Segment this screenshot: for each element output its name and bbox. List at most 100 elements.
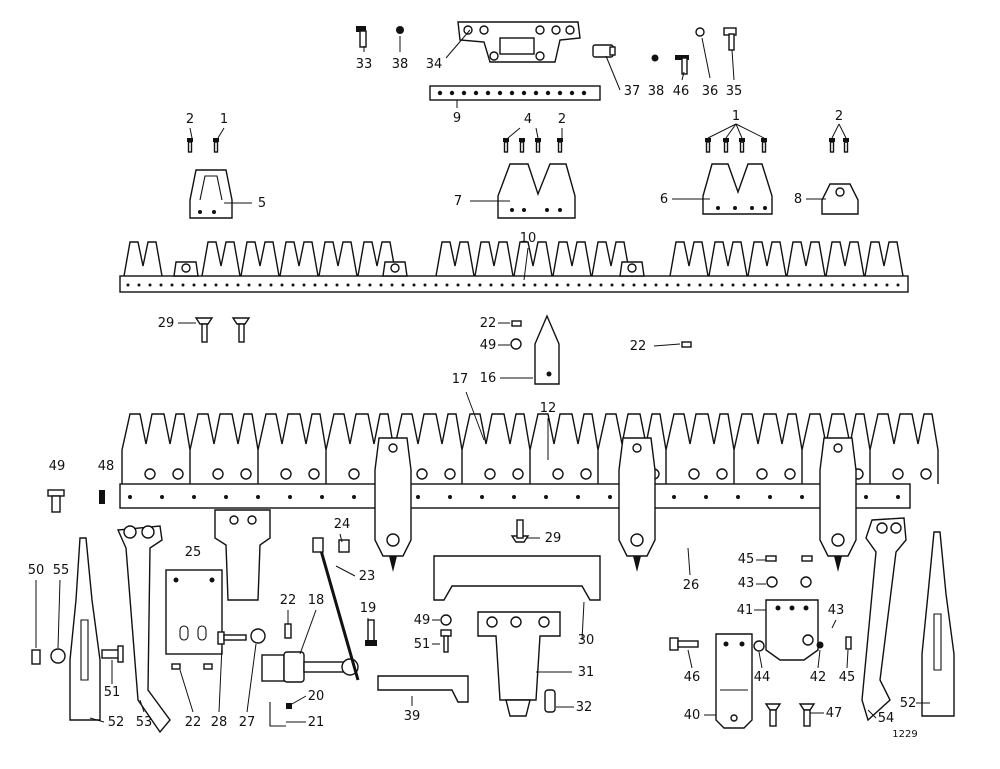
lug-hole [627, 263, 637, 273]
pin-37 [592, 44, 616, 58]
drawing-code: 1229 [892, 729, 917, 740]
clamp-arm [374, 437, 412, 557]
hole [449, 90, 455, 96]
arm-hole [833, 443, 843, 453]
leader-line [735, 123, 765, 139]
hole [291, 283, 295, 287]
plate-25 [165, 569, 223, 655]
callout: 51 [414, 637, 431, 652]
hole [764, 283, 768, 287]
hole [885, 283, 889, 287]
hole [588, 283, 592, 287]
hole [159, 283, 163, 287]
bolt-46 [669, 637, 699, 651]
hole [665, 283, 669, 287]
hole [412, 283, 416, 287]
leader-line [701, 37, 711, 79]
section-5 [189, 169, 233, 219]
hole [731, 283, 735, 287]
screw-head [723, 138, 729, 142]
washer-44 [753, 640, 765, 652]
leader-line [735, 123, 743, 139]
bushing-22 [511, 320, 522, 327]
callout: 23 [359, 569, 376, 584]
bushing-45c [845, 636, 852, 650]
hole [214, 283, 218, 287]
hole [160, 495, 164, 499]
arm-tip [389, 556, 397, 572]
hole [256, 495, 260, 499]
washer-49b [440, 614, 452, 626]
callout: 38 [392, 57, 409, 72]
hole [203, 283, 207, 287]
callout: 12 [540, 401, 557, 416]
hole [280, 283, 284, 287]
washer-55 [50, 648, 66, 664]
plate-9 [429, 85, 601, 101]
bolt-head [172, 468, 184, 480]
hole [581, 90, 587, 96]
bolt-head [444, 468, 456, 480]
leader-line [189, 127, 193, 139]
hole [742, 283, 746, 287]
callout: 24 [334, 517, 351, 532]
hole [500, 283, 504, 287]
callout: 49 [480, 338, 497, 353]
bushing-45b [801, 555, 813, 562]
hole [236, 283, 240, 287]
leader-line [445, 29, 471, 59]
hole [478, 283, 482, 287]
leader-line [57, 579, 61, 649]
screw-head [739, 138, 745, 142]
hole [288, 495, 292, 499]
screw-head [503, 138, 509, 142]
arm-hole [632, 443, 642, 453]
hole [512, 495, 516, 499]
hole [137, 283, 141, 287]
washer-43 [766, 576, 778, 588]
callout: 50 [28, 563, 45, 578]
hole [485, 90, 491, 96]
hole [533, 283, 537, 287]
callout: 41 [737, 603, 754, 618]
bolt-head [784, 468, 796, 480]
callout: 46 [684, 670, 701, 685]
leader-line [581, 601, 585, 641]
pin-32 [544, 689, 556, 713]
callout: 42 [810, 670, 827, 685]
callout: 40 [684, 708, 701, 723]
hole [864, 495, 868, 499]
hole [566, 283, 570, 287]
hole [368, 283, 372, 287]
callout: 6 [660, 192, 668, 207]
hole [610, 283, 614, 287]
callout: 37 [624, 84, 641, 99]
callout: 9 [453, 111, 461, 126]
callout: 8 [794, 192, 802, 207]
leader-line [653, 343, 681, 347]
hole [704, 495, 708, 499]
bolt-head [212, 468, 224, 480]
lug-hole [390, 263, 400, 273]
bushing-50 [31, 649, 41, 665]
hole [192, 283, 196, 287]
screw-shank [705, 141, 711, 153]
washer-43b [800, 576, 812, 588]
arm-hole [388, 443, 398, 453]
hole [545, 90, 551, 96]
hole [181, 283, 185, 287]
bushing-45 [765, 555, 777, 562]
hole [302, 283, 306, 287]
bolt-head [512, 468, 524, 480]
leader-line [339, 533, 343, 543]
bracket-30 [433, 555, 601, 601]
leader-line [139, 699, 145, 713]
callout: 22 [185, 715, 202, 730]
hole [736, 495, 740, 499]
callout: 46 [673, 84, 690, 99]
leader-line [758, 651, 763, 669]
hole [423, 283, 427, 287]
hole [753, 283, 757, 287]
pin-24 [338, 539, 350, 553]
bolt-head [416, 468, 428, 480]
